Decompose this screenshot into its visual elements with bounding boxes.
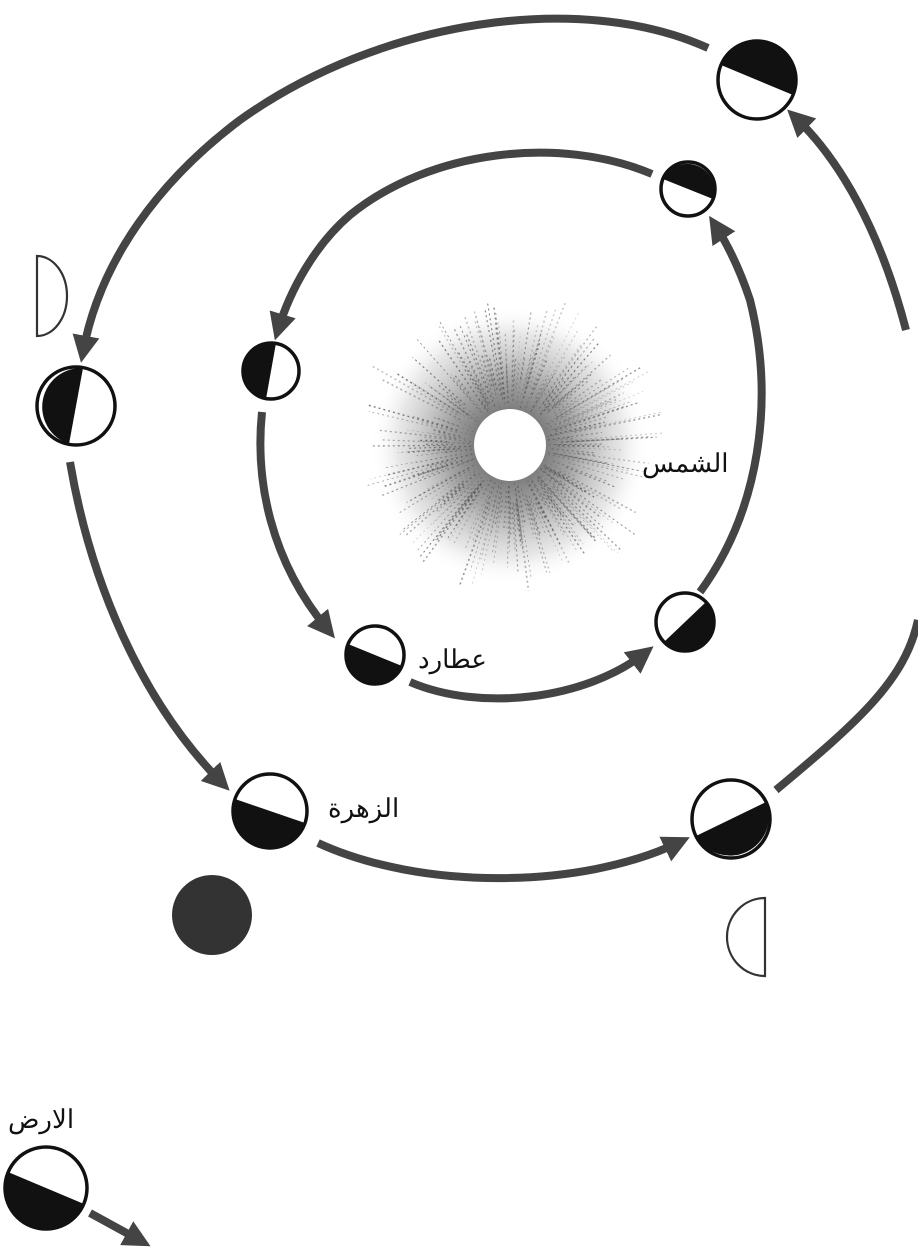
mercury-phase (346, 626, 404, 684)
mercury-label: عطارد (418, 645, 487, 675)
venus-phase (233, 774, 307, 848)
mercury-phase (656, 593, 714, 651)
outer-orbit-arrow (318, 842, 680, 878)
sun-ray (372, 445, 445, 446)
outer-orbit-arrow (70, 462, 222, 783)
sun-label: الشمس (642, 449, 729, 479)
inner-orbit-arrow (260, 412, 328, 630)
venus-solid (172, 875, 252, 955)
half-disc-outline (37, 256, 67, 336)
earth-label: الارض (8, 1105, 74, 1135)
inner-orbit-arrow (278, 153, 652, 330)
sun-core (474, 409, 546, 481)
outer-orbit-arrow (795, 117, 906, 330)
venus-phase (718, 41, 796, 119)
venus-phase (692, 780, 770, 858)
mercury-phase (661, 162, 715, 216)
half-disc-outline (727, 898, 765, 976)
outer-orbit-arrow (776, 620, 918, 790)
sun (365, 302, 663, 592)
venus-label: الزهرة (328, 794, 399, 824)
inner-orbit-arrow (700, 225, 762, 592)
earth (5, 1147, 87, 1229)
mercury-phase (243, 343, 299, 399)
earth-motion-arrow (90, 1213, 141, 1241)
venus-phase (37, 367, 115, 445)
